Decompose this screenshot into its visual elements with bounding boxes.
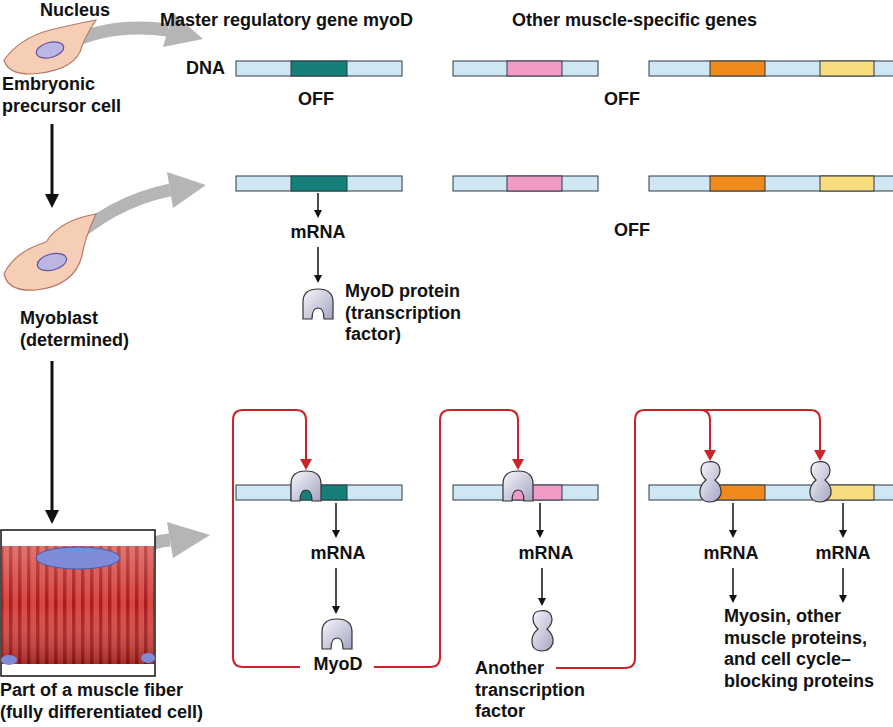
expression-arrow — [335, 568, 337, 608]
text-label: OFF — [614, 220, 650, 242]
arrow-head — [729, 595, 737, 603]
dna-strand — [649, 485, 893, 500]
dna-strand — [649, 176, 893, 191]
gene-segment — [710, 176, 765, 191]
gene-myod — [291, 61, 347, 76]
arrow-head — [839, 530, 847, 538]
bound-myod — [291, 471, 321, 501]
arrow-head — [839, 595, 847, 603]
arrow-head — [332, 530, 340, 538]
arrow-head — [536, 530, 544, 538]
bound-factor — [810, 462, 831, 502]
cell-body — [4, 214, 96, 290]
nucleus — [35, 39, 66, 61]
gene-myod — [291, 176, 347, 191]
dna-strand — [649, 61, 893, 76]
gene-segment — [507, 61, 562, 76]
stage-arrow — [45, 124, 59, 208]
myod-protein — [303, 289, 333, 319]
expression-arrow — [335, 503, 337, 532]
stage-arrow — [45, 361, 59, 524]
gene-segment — [820, 176, 874, 191]
image-frame — [1, 530, 155, 676]
text-label: Master regulatory gene myoD — [160, 10, 413, 32]
cell-body — [4, 20, 96, 74]
arrow-head — [729, 530, 737, 538]
gene-segment — [710, 61, 765, 76]
text-label: mRNA — [496, 543, 596, 565]
stage-arrow-line — [51, 124, 54, 196]
myod-protein — [322, 619, 352, 649]
expression-arrow — [541, 568, 543, 600]
loop-arrow-head — [300, 459, 312, 470]
nucleus — [141, 653, 155, 663]
text-label: Nucleus — [40, 0, 110, 22]
loop-arrow-head — [704, 450, 716, 461]
cell-node: Embryonic precursor cell — [0, 8, 160, 120]
expression-arrow — [842, 568, 844, 597]
cell-label: Myoblast (determined) — [20, 308, 170, 351]
text-label: Myosin, other muscle proteins, and cell … — [724, 606, 892, 692]
pointer-arrow-head — [167, 522, 210, 558]
dna-strand — [236, 61, 402, 76]
text-label: Other muscle-specific genes — [512, 10, 757, 32]
text-label: mRNA — [288, 543, 388, 565]
fiber-drawing — [0, 528, 215, 678]
transcription-factor — [532, 611, 553, 651]
loop-arrow-head — [814, 450, 826, 461]
text-label: mRNA — [793, 543, 893, 565]
nucleus — [36, 547, 120, 569]
arrow-head — [314, 275, 322, 283]
text-label: MyoD — [288, 654, 388, 676]
stage-arrow-line — [51, 361, 54, 512]
nucleus — [35, 250, 68, 273]
expression-arrow — [317, 247, 319, 277]
fiber-shading — [2, 546, 154, 664]
gene-segment — [507, 176, 562, 191]
text-label: DNA — [186, 58, 225, 80]
nucleus — [1, 655, 17, 665]
bound-factor — [700, 462, 721, 502]
gene-segment — [820, 61, 874, 76]
feedback-loop — [374, 410, 518, 667]
muscle-fiber — [2, 546, 154, 664]
arrow-head — [45, 510, 59, 524]
dna-strand — [236, 176, 402, 191]
cell-label: Embryonic precursor cell — [2, 74, 157, 117]
expression-arrow — [732, 503, 734, 532]
expression-arrow — [317, 193, 319, 212]
dna-strand — [453, 176, 598, 191]
text-label: Another transcription factor — [475, 658, 600, 723]
cell-label: Part of a muscle fiber (fully differenti… — [0, 680, 215, 723]
expression-arrow — [842, 503, 844, 532]
cell-node: Part of a muscle fiber (fully differenti… — [0, 528, 220, 727]
dna-strand — [453, 61, 598, 76]
feedback-loop — [233, 410, 306, 667]
text-label: OFF — [298, 89, 334, 111]
expression-arrow — [539, 503, 541, 532]
arrow-head — [332, 606, 340, 614]
text-label: MyoD protein (transcription factor) — [345, 281, 505, 346]
expression-arrow — [732, 568, 734, 597]
loop-arrow-head — [512, 459, 524, 470]
text-label: mRNA — [268, 222, 368, 244]
cell-node: Myoblast (determined) — [0, 212, 170, 357]
bound-myod — [503, 471, 533, 501]
arrow-head — [314, 210, 322, 218]
pointer-arrow-head — [167, 172, 206, 208]
text-label: OFF — [604, 89, 640, 111]
arrow-head — [538, 598, 546, 606]
feedback-loop — [700, 410, 710, 452]
arrow-head — [45, 194, 59, 208]
text-label: mRNA — [681, 543, 781, 565]
